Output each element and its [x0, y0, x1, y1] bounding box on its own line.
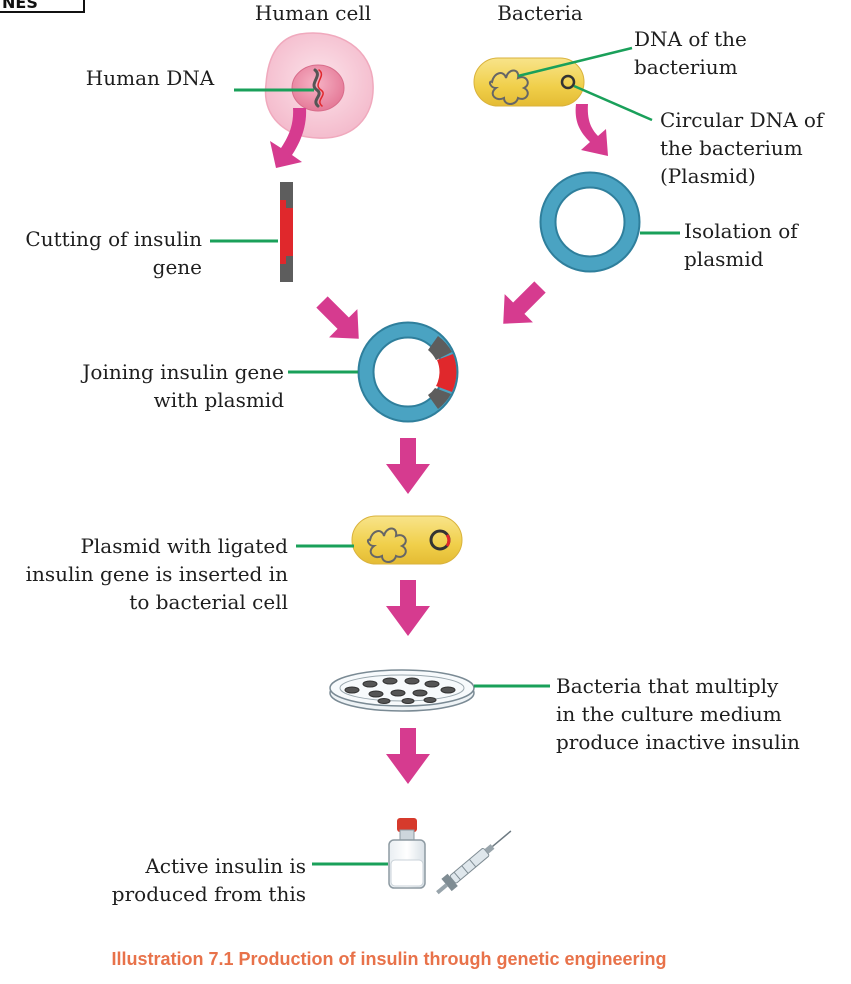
arrow-joining-to-insertion: [386, 438, 430, 494]
bacteria-multiply-label: Bacteria that multiply in the culture me…: [556, 674, 800, 754]
insulin-vial: [388, 818, 426, 889]
bacterium-top: [473, 57, 585, 107]
human-dna-strand: [312, 68, 321, 108]
svg-text:in the culture medium: in the culture medium: [556, 702, 782, 726]
svg-text:produce inactive insulin: produce inactive insulin: [556, 730, 800, 754]
bacterial-dna-coil: [488, 69, 529, 105]
svg-text:Cutting of insulin: Cutting of insulin: [25, 227, 202, 251]
svg-text:Joining insulin gene: Joining insulin gene: [80, 360, 284, 384]
svg-text:Bacteria that multiply: Bacteria that multiply: [556, 674, 779, 698]
arrow-human-cell-down: [270, 108, 307, 168]
active-insulin-label: Active insulin is produced from this: [112, 854, 306, 906]
svg-text:with plasmid: with plasmid: [154, 388, 285, 412]
recombinant-plasmid: [357, 321, 459, 423]
svg-text:Plasmid with ligated: Plasmid with ligated: [80, 534, 288, 558]
corner-fragment: NES: [0, 0, 85, 13]
svg-text:insulin gene is inserted in: insulin gene is inserted in: [26, 562, 289, 586]
arrow-culture-to-insulin: [386, 728, 430, 784]
svg-text:DNA of the: DNA of the: [634, 27, 747, 51]
human-dna-label: Human DNA: [86, 66, 215, 90]
joining-insulin-gene-label: Joining insulin gene with plasmid: [80, 360, 284, 412]
circular-dna-leader: [573, 84, 653, 122]
svg-text:Circular DNA of: Circular DNA of: [660, 108, 825, 132]
cutting-insulin-gene-label: Cutting of insulin gene: [25, 227, 202, 279]
small-plasmid-icon: [560, 74, 576, 90]
svg-text:bacterium: bacterium: [634, 55, 738, 79]
human-cell-heading: Human cell: [255, 1, 371, 25]
svg-text:Isolation of: Isolation of: [684, 219, 799, 243]
svg-text:gene: gene: [153, 255, 202, 279]
arrow-gene-to-joining: [316, 296, 359, 339]
recombinant-bacterium: [351, 515, 463, 565]
figure-caption: Illustration 7.1 Production of insulin t…: [111, 949, 666, 969]
svg-text:produced from this: produced from this: [112, 882, 306, 906]
svg-text:Active insulin is: Active insulin is: [144, 854, 306, 878]
corner-fragment-text: NES: [2, 0, 38, 12]
svg-text:to bacterial cell: to bacterial cell: [129, 590, 288, 614]
isolation-of-plasmid-label: Isolation of plasmid: [684, 219, 799, 271]
svg-text:(Plasmid): (Plasmid): [660, 164, 756, 188]
dna-of-bacterium-leader: [517, 46, 633, 78]
arrow-insertion-to-culture: [386, 580, 430, 636]
isolated-plasmid: [539, 171, 641, 273]
arrow-plasmid-to-joining: [503, 281, 546, 324]
bacteria-heading: Bacteria: [497, 1, 583, 25]
petri-dish-culture: [329, 669, 475, 712]
syringe-icon: [436, 830, 512, 895]
circular-dna-label: Circular DNA of the bacterium (Plasmid): [660, 108, 825, 188]
human-cell: [264, 32, 374, 139]
svg-text:plasmid: plasmid: [684, 247, 764, 271]
insulin-gene-segment: [280, 182, 293, 282]
dna-of-bacterium-label: DNA of the bacterium: [634, 27, 747, 79]
svg-text:the bacterium: the bacterium: [660, 136, 803, 160]
plasmid-inserted-label: Plasmid with ligated insulin gene is ins…: [26, 534, 289, 614]
arrow-bacteria-down: [575, 104, 608, 156]
